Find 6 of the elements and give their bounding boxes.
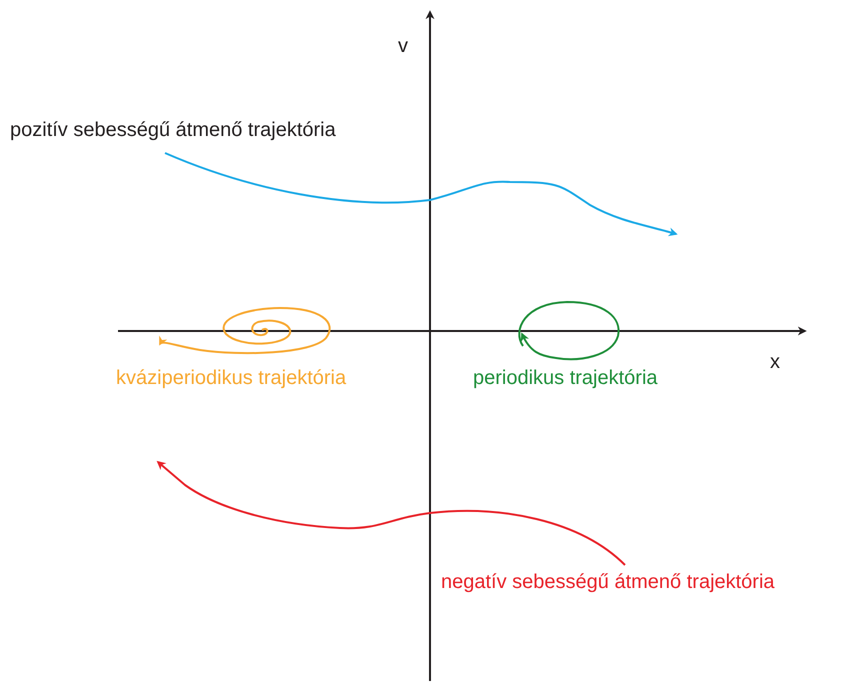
trajectory-label: negatív sebességű átmenő trajektória bbox=[441, 570, 775, 594]
trajectory-label: kváziperiodikus trajektória bbox=[116, 366, 346, 390]
trajectory-label: pozitív sebességű átmenő trajektória bbox=[10, 118, 336, 142]
trajectory-label: periodikus trajektória bbox=[473, 366, 658, 390]
axis-label: x bbox=[770, 350, 780, 374]
axis-label: v bbox=[398, 34, 408, 58]
